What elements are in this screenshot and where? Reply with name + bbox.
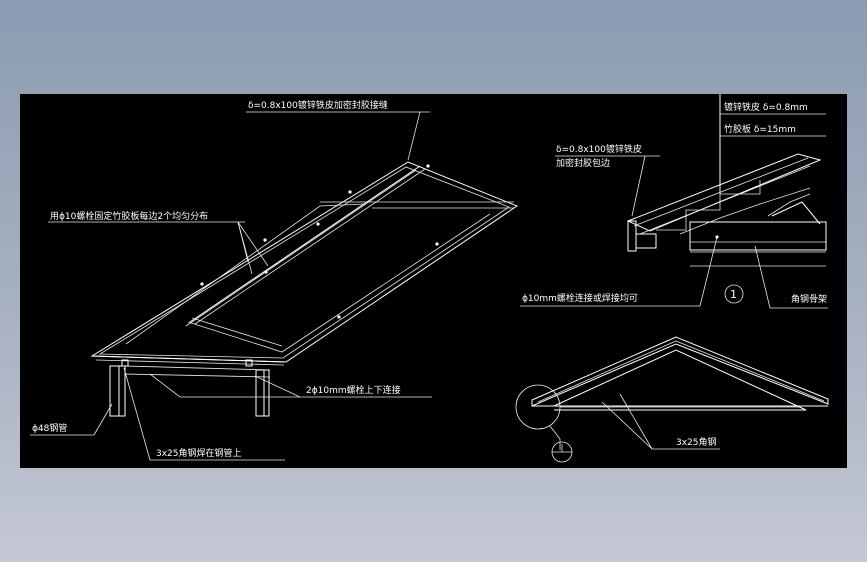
bolt-plate-left bbox=[121, 359, 129, 367]
post-left-inner bbox=[118, 365, 126, 417]
front-frame bbox=[187, 213, 491, 353]
detail-callout-1 bbox=[724, 284, 744, 304]
roof-ridge-3 bbox=[194, 168, 426, 325]
bolt-plate-right bbox=[245, 359, 253, 367]
label-angle-weld: 3x25角钢焊在钢管上 bbox=[156, 447, 242, 459]
eave-line bbox=[91, 355, 287, 363]
edge-board bbox=[635, 233, 657, 249]
roof-outline bbox=[90, 161, 519, 363]
label-bolt-note: 用ϕ10螺栓固定竹胶板每边2个均匀分布 bbox=[50, 210, 208, 222]
roof-ridge bbox=[189, 165, 421, 323]
gable-elevation bbox=[515, 336, 829, 463]
roof-inner-edge bbox=[98, 166, 510, 359]
cad-drawing-canvas: δ=0.8x100镀锌铁皮加密封胶接缝 用ϕ10螺栓固定竹胶板每边2个均匀分布 … bbox=[20, 94, 847, 468]
label-detail-mark: 1 bbox=[730, 288, 737, 301]
sheet-cap bbox=[626, 153, 822, 232]
roof-ridge-2 bbox=[185, 169, 417, 327]
canopy-isometric bbox=[90, 161, 519, 417]
eave-section-detail bbox=[626, 94, 827, 267]
beam-line-2 bbox=[124, 373, 271, 378]
leaders-left bbox=[30, 111, 432, 461]
angle-beam bbox=[689, 221, 827, 251]
detail-ref-circle bbox=[515, 384, 561, 430]
label-detail-sheet-2: 加密封胶包边 bbox=[556, 157, 610, 169]
label-bamboo-board: 竹胶板 δ=15mm bbox=[724, 123, 796, 135]
label-bolt-or-weld: ϕ10mm螺栓连接或焊接均可 bbox=[522, 292, 638, 304]
truss-inner bbox=[553, 349, 807, 411]
beam-line bbox=[124, 365, 271, 371]
label-angle-frame: 角钢骨架 bbox=[791, 293, 827, 305]
cad-drawing: δ=0.8x100镀锌铁皮加密封胶接缝 用ϕ10螺栓固定竹胶板每边2个均匀分布 … bbox=[30, 94, 829, 463]
label-bolt-updown: 2ϕ10mm螺栓上下连接 bbox=[306, 384, 401, 396]
leaders-right-top bbox=[520, 155, 828, 309]
label-pipe: ϕ48钢管 bbox=[32, 422, 67, 434]
labels: δ=0.8x100镀锌铁皮加密封胶接缝 用ϕ10螺栓固定竹胶板每边2个均匀分布 … bbox=[32, 99, 827, 459]
label-detail-sheet-1: δ=0.8x100镀锌铁皮 bbox=[556, 143, 642, 155]
label-angle-steel: 3x25角钢 bbox=[676, 436, 717, 448]
eave-line-2 bbox=[95, 359, 285, 366]
back-frame bbox=[125, 203, 366, 345]
front-frame-2 bbox=[191, 317, 283, 347]
label-top-note: δ=0.8x100镀锌铁皮加密封胶接缝 bbox=[248, 99, 388, 111]
label-galv-sheet: 镀锌铁皮 δ=0.8mm bbox=[724, 101, 808, 113]
post-left-outer bbox=[109, 365, 120, 417]
post-right-inner bbox=[263, 369, 270, 417]
